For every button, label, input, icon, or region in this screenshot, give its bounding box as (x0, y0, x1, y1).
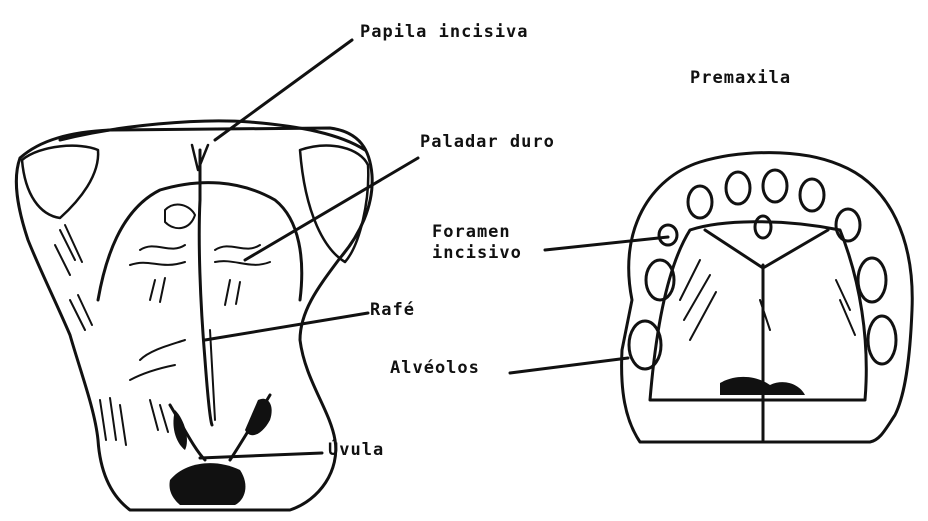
label-premaxila: Premaxila (690, 68, 791, 88)
maxilla-drawing (622, 153, 913, 442)
label-rafe: Rafé (370, 300, 415, 320)
label-alveolos: Alvéolos (390, 358, 480, 378)
label-foramen-line1: Foramen (432, 222, 511, 242)
label-uvula: Úvula (328, 440, 384, 460)
label-papila-incisiva: Papila incisiva (360, 22, 529, 42)
label-foramen-line2: incisivo (432, 243, 522, 263)
label-paladar-duro: Paladar duro (420, 132, 555, 152)
